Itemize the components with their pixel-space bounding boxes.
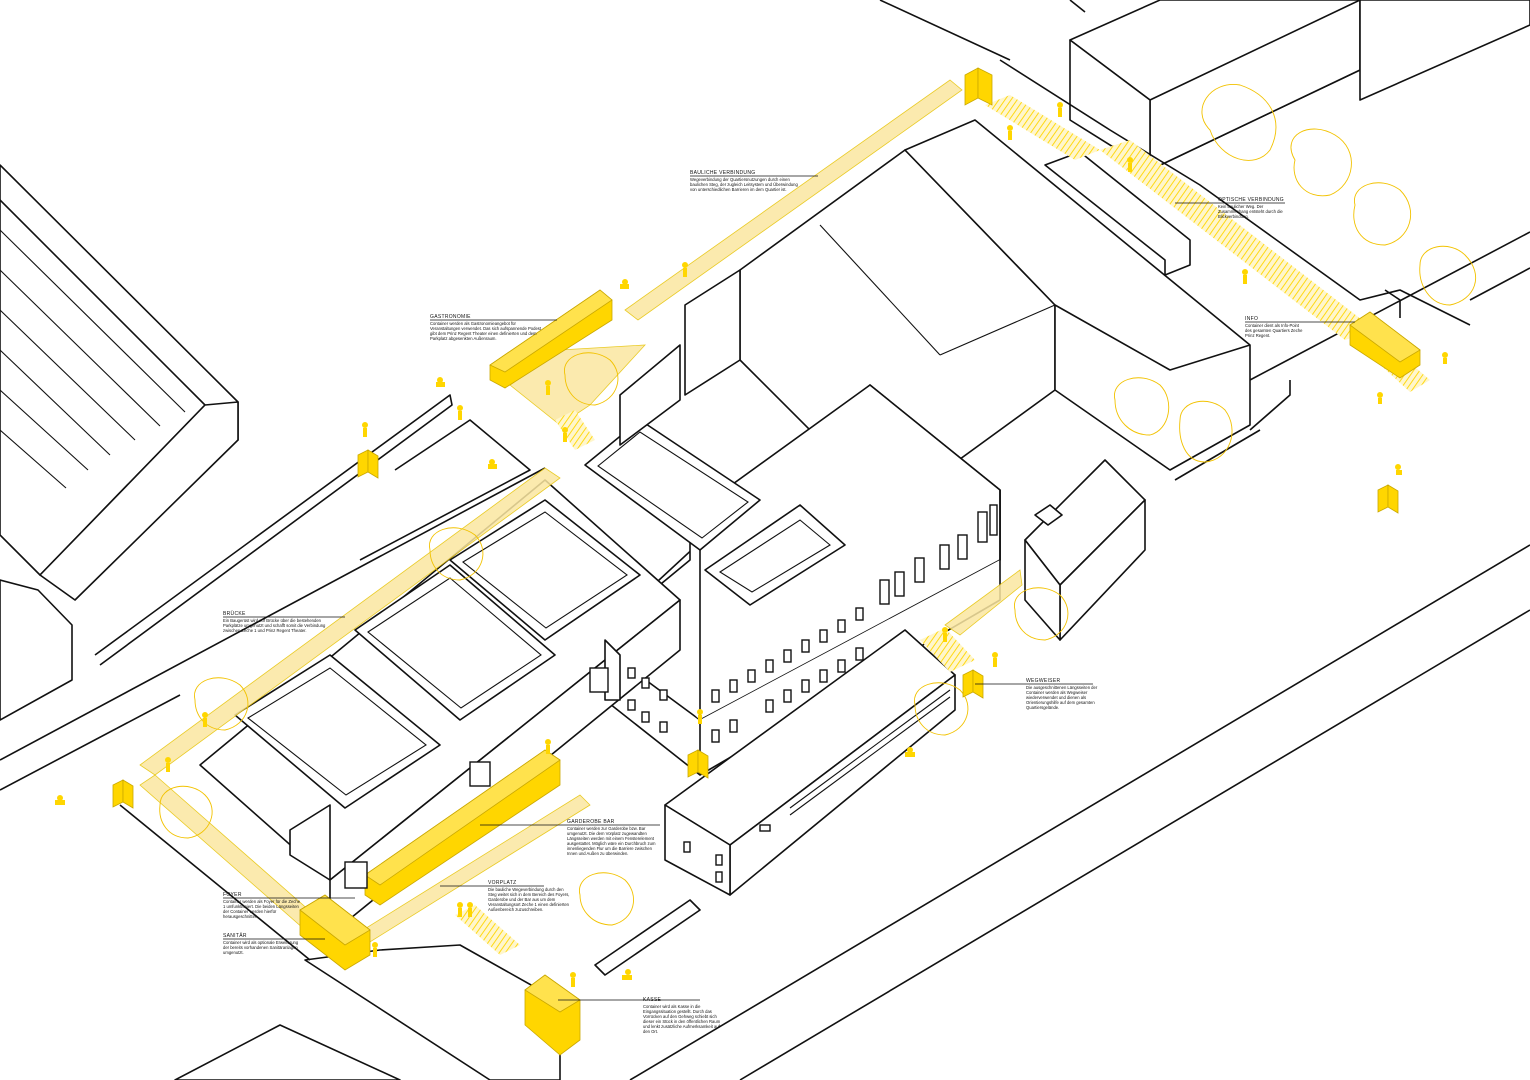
bridge-walkway <box>139 79 1023 966</box>
annotation-wegweiser: WEGWEISER Die ausgeschnittenen Längsseit… <box>1026 678 1106 710</box>
main-building <box>584 119 1251 776</box>
annotation-body: Wegeverbindung der Quartiersnutzungen du… <box>690 177 798 192</box>
annotation-body: Container werden als Foyer für die Zeche… <box>223 899 301 919</box>
annotation-heading: FOYER <box>223 892 242 898</box>
annotation-body: Kein baulicher Weg. Der Zusammenhang ent… <box>1218 204 1283 219</box>
annotation-vorplatz: VORPLATZ Die bauliche Wegeverbindung dur… <box>488 880 572 912</box>
annotation-kasse: KASSE Container wird als Kasse in die Ei… <box>643 997 725 1034</box>
leader-lines <box>223 175 1355 1001</box>
annotation-heading: SANITÄR <box>223 933 247 939</box>
parking-edges <box>94 394 531 666</box>
top-right-buildings <box>999 0 1530 326</box>
annotation-optische-verbindung: OPTISCHE VERBINDUNG Kein baulicher Weg. … <box>1218 197 1290 219</box>
annotation-gastronomie: GASTRONOMIE Container werden als Gastron… <box>430 314 542 341</box>
right-tower <box>1024 459 1146 641</box>
annotation-body: Container dient als Info-Point des gesam… <box>1245 323 1303 338</box>
facade-windows <box>344 504 998 889</box>
annotation-foyer: FOYER Container werden als Foyer für die… <box>223 892 301 919</box>
annotation-heading: OPTISCHE VERBINDUNG <box>1218 197 1284 203</box>
right-long-building <box>664 629 956 896</box>
annotation-body: Container werden als Gastronomieangebot … <box>430 321 542 341</box>
annotation-bruecke: BRÜCKE Ein Baugerüst wird zur Brücke übe… <box>223 611 335 633</box>
annotation-body: Ein Baugerüst wird zur Brücke über die b… <box>223 618 326 633</box>
trees <box>159 84 1477 926</box>
annotation-body: Container werden zur Garderobe bzw. Bar … <box>567 826 656 856</box>
annotation-info: INFO Container dient als Info-Point des … <box>1245 316 1305 338</box>
annotation-sanitaer: SANITÄR Container wird als optionale Erw… <box>223 933 301 955</box>
annotation-heading: WEGWEISER <box>1026 678 1061 684</box>
annotation-heading: INFO <box>1245 316 1259 322</box>
annotation-garderobe-bar: GARDEROBE BAR Container werden zur Garde… <box>567 819 657 856</box>
annotation-heading: BRÜCKE <box>223 611 246 617</box>
annotation-body: Die bauliche Wegeverbindung durch den St… <box>488 887 570 912</box>
annotation-body: Container wird als Kasse in die Eingangs… <box>643 1004 721 1034</box>
annotation-body: Container wird als optionale Erweiterung… <box>223 940 299 955</box>
optical-links <box>455 95 1430 955</box>
annotation-heading: GARDEROBE BAR <box>567 819 615 825</box>
containers <box>112 67 1421 1056</box>
annotation-heading: GASTRONOMIE <box>430 314 471 320</box>
left-hall <box>0 164 239 721</box>
annotation-heading: KASSE <box>643 997 662 1003</box>
annotation-heading: BAULICHE VERBINDUNG <box>690 170 756 176</box>
person-figures <box>55 102 1448 987</box>
annotation-heading: VORPLATZ <box>488 880 517 886</box>
annotation-bauliche-verbindung: BAULICHE VERBINDUNG Wegeverbindung der Q… <box>690 170 802 192</box>
annotation-body: Die ausgeschnittenen Längsseiten der Con… <box>1026 685 1098 710</box>
